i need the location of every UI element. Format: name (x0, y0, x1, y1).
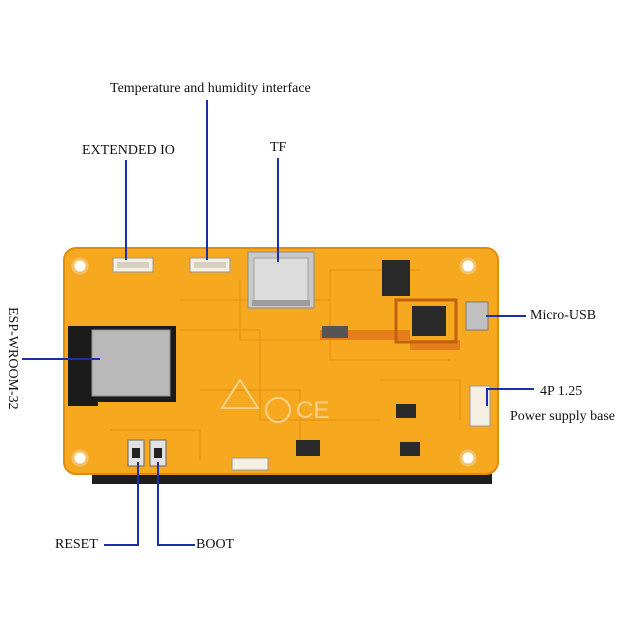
speaker-connector (231, 457, 269, 471)
leader-boot-h (157, 544, 195, 546)
leader-power-h (486, 388, 534, 390)
tf-card-slot (247, 251, 315, 309)
extended-io-connector (112, 257, 154, 273)
svg-text:CE: CE (296, 397, 329, 424)
cert-marks: CE (220, 378, 329, 424)
label-power-line2: Power supply base (510, 409, 615, 424)
esp-module (68, 326, 176, 406)
leader-boot-v (157, 462, 159, 546)
flex-pad (394, 298, 458, 344)
leader-micro-usb (486, 315, 526, 317)
power-base-connector (469, 385, 491, 427)
label-extended-io: EXTENDED IO (82, 143, 175, 158)
leader-tf (277, 158, 279, 262)
leader-esp-module (22, 358, 100, 360)
leader-power-v (486, 388, 488, 406)
leader-extended-io (125, 160, 127, 260)
label-power-line1: 4P 1.25 (540, 384, 583, 399)
reset-button (127, 439, 145, 467)
pcb-board (63, 247, 499, 475)
label-esp-module: ESP-WROOM-32 (5, 307, 20, 410)
small-ic-a (296, 440, 320, 456)
label-micro-usb: Micro-USB (530, 308, 597, 323)
label-boot: BOOT (196, 537, 235, 552)
upper-ic (382, 260, 410, 296)
small-ic-c (400, 442, 420, 456)
temp-humidity-connector (189, 257, 231, 273)
label-tf: TF (270, 140, 287, 155)
micro-usb-port (465, 301, 489, 331)
leader-reset-v (137, 462, 139, 546)
fpc-connector (322, 326, 348, 338)
ribbon-cable (320, 330, 460, 350)
small-ic-b (396, 404, 416, 418)
label-temp-humidity: Temperature and humidity interface (110, 81, 311, 96)
leader-reset-h (104, 544, 139, 546)
label-reset: RESET (55, 537, 98, 552)
leader-temp-humidity (206, 100, 208, 260)
driver-chip (412, 306, 446, 336)
mounting-holes (71, 257, 477, 467)
